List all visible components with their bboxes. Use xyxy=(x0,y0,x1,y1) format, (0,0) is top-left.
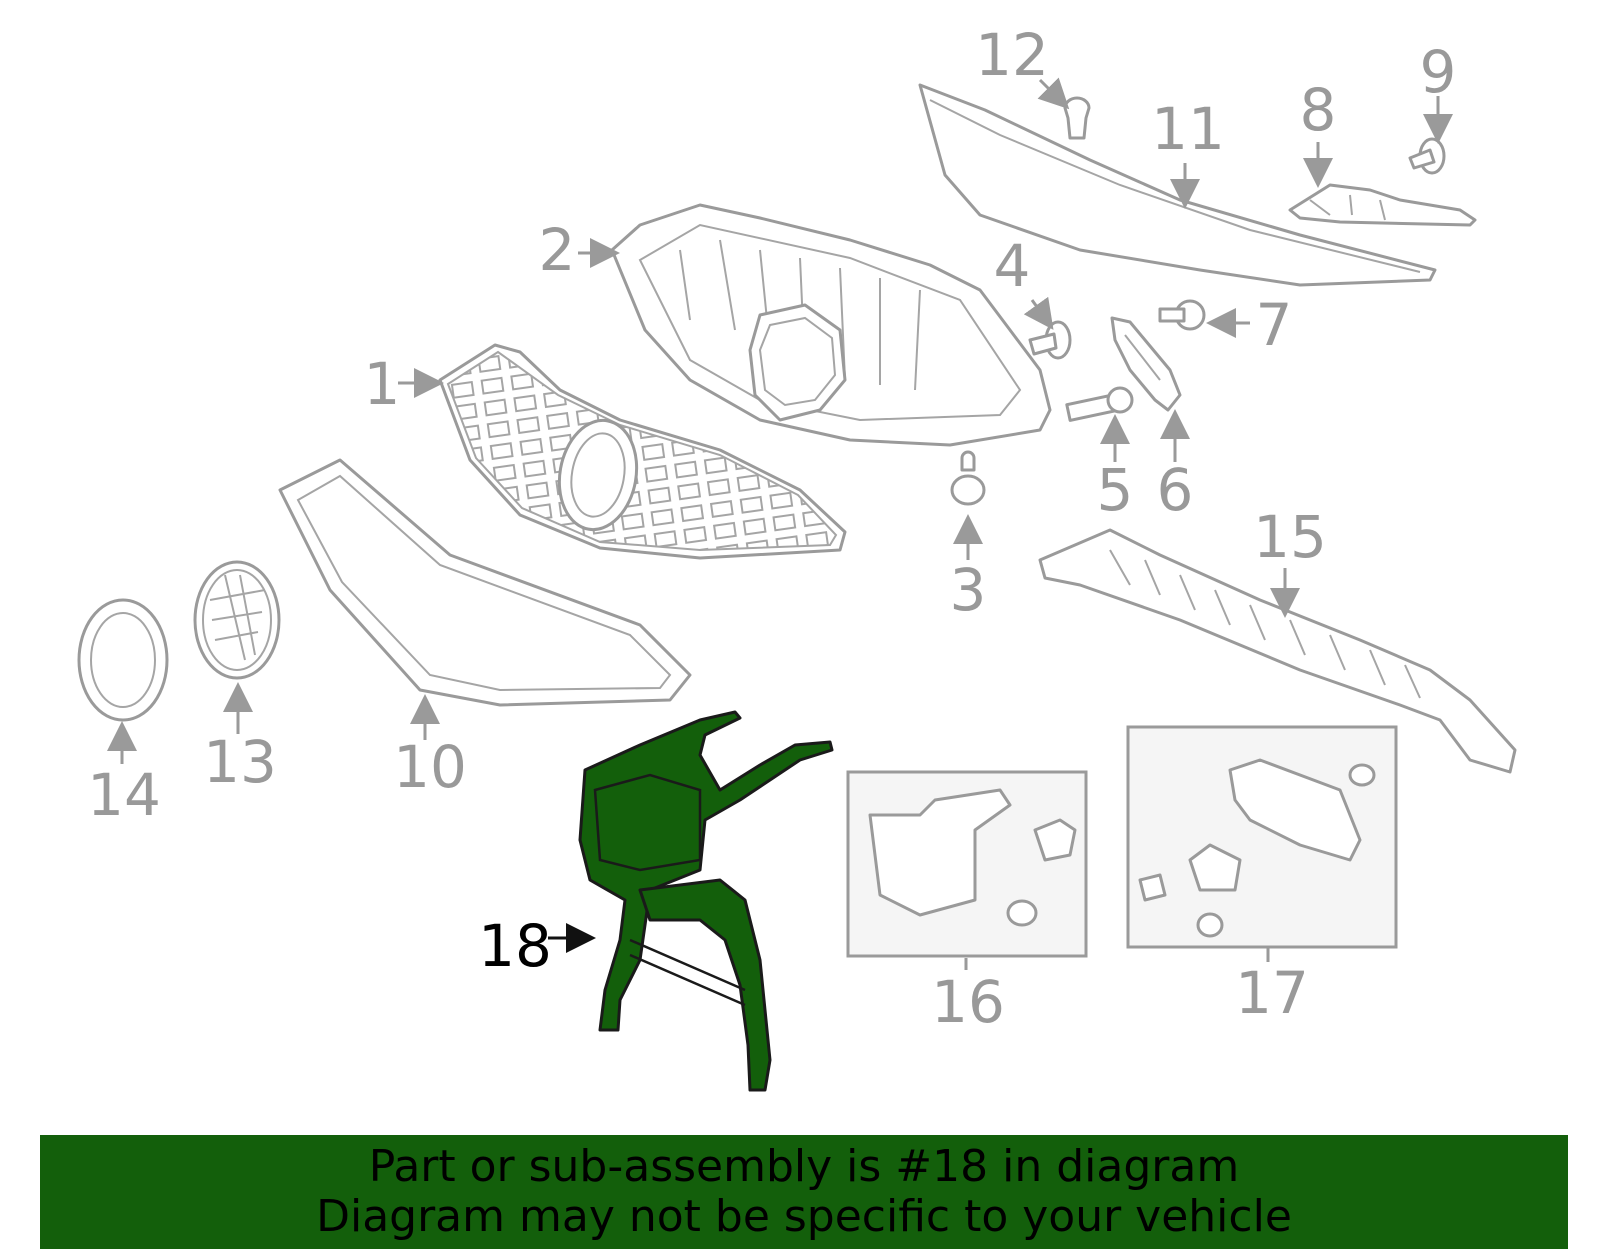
banner-line-1: Part or sub-assembly is #18 in diagram xyxy=(368,1141,1240,1192)
callout-16: 16 xyxy=(931,968,1005,1036)
callout-14: 14 xyxy=(87,761,161,829)
callout-6: 6 xyxy=(1157,456,1194,524)
part-3-pin xyxy=(950,450,986,506)
part-18-highlighted-bracket xyxy=(578,710,834,1092)
part-11-upper-trim xyxy=(918,83,1437,287)
part-10-lower-molding xyxy=(278,458,692,707)
banner-line-2: Diagram may not be specific to your vehi… xyxy=(316,1191,1292,1242)
part-2-upper-grille xyxy=(610,203,1052,447)
callout-2: 2 xyxy=(539,216,576,284)
callout-3: 3 xyxy=(950,556,987,624)
part-17-kit-box xyxy=(1126,725,1398,949)
callout-4: 4 xyxy=(994,232,1031,300)
part-5-bolt xyxy=(1065,386,1134,422)
part-4-clip xyxy=(1028,320,1072,360)
callout-1: 1 xyxy=(364,350,401,418)
callout-7: 7 xyxy=(1256,291,1293,359)
callout-5: 5 xyxy=(1097,456,1134,524)
callout-13: 13 xyxy=(203,728,277,796)
part-16-kit-box xyxy=(846,770,1088,958)
callout-8: 8 xyxy=(1300,76,1337,144)
callout-11: 11 xyxy=(1151,95,1225,163)
callout-15: 15 xyxy=(1253,503,1327,571)
part-12-clip xyxy=(1063,96,1091,140)
part-1-mesh-grille xyxy=(438,343,847,560)
part-9-clip xyxy=(1408,137,1446,175)
callout-17: 17 xyxy=(1235,959,1309,1027)
callout-arrows xyxy=(107,77,1453,970)
part-15-lower-bracket xyxy=(1038,528,1517,774)
part-13-emblem xyxy=(193,560,281,680)
callout-12: 12 xyxy=(975,21,1049,89)
part-7-screw xyxy=(1158,299,1206,331)
part-8-bracket xyxy=(1288,183,1477,227)
info-banner: Part or sub-assembly is #18 in diagram D… xyxy=(40,1135,1568,1249)
callout-18: 18 xyxy=(478,912,552,980)
callout-10: 10 xyxy=(393,733,467,801)
part-14-emblem-ring xyxy=(77,598,169,722)
callout-9: 9 xyxy=(1420,38,1457,106)
